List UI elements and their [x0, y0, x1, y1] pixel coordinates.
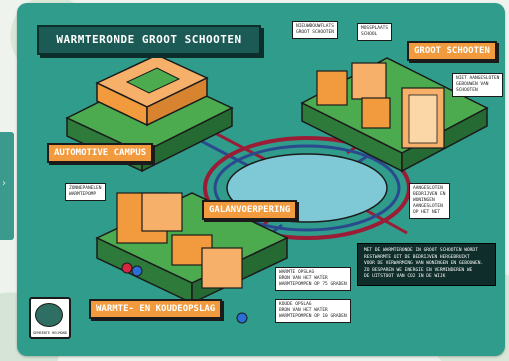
- label-galanvoerpering: GALANVOERPERING: [202, 200, 298, 220]
- note-bottom-a: WARMTE OPSLAG BRON VAN HET WATER WARMTEP…: [275, 267, 351, 291]
- info-block: MET DE WARMTERONDE IN GROOT SCHOOTEN WOR…: [357, 243, 496, 286]
- municipality-logo: GEMEENTE HELMOND: [29, 297, 71, 339]
- label-groot-schooten: GROOT SCHOOTEN: [407, 41, 497, 61]
- page-title: WARMTERONDE GROOT SCHOOTEN: [37, 25, 261, 55]
- side-tab-glyph: ›: [2, 178, 6, 189]
- island-groot-schooten: [300, 57, 489, 173]
- label-warmte-koudeopslag: WARMTE- EN KOUDEOPSLAG: [89, 299, 223, 319]
- label-automotive-campus: AUTOMOTIVE CAMPUS: [47, 143, 154, 163]
- note-top-left: NIEUWBOUWFLATS GROOT SCHOOTEN: [292, 21, 338, 39]
- note-left-mid: ZONNEPANELEN WARMTEPOMP: [65, 183, 106, 201]
- side-tab[interactable]: ›: [0, 132, 14, 240]
- note-right-lower: AANGESLOTEN BEDRIJVEN EN WONINGEN AANGES…: [409, 183, 450, 219]
- logo-text: GEMEENTE HELMOND: [33, 331, 67, 335]
- note-bottom-b: KOUDE OPSLAG BRON VAN HET WATER WARMTEPO…: [275, 299, 351, 323]
- note-top-mid: MOSSPLAATS SCHOOL: [357, 23, 393, 41]
- note-right-upper: NIET AANGESLOTEN GEBOUWEN VAN SCHOOTEN: [452, 73, 504, 97]
- infographic-card: WARMTERONDE GROOT SCHOOTEN AUTOMOTIVE CA…: [17, 3, 505, 356]
- logo-emblem-icon: [35, 303, 63, 327]
